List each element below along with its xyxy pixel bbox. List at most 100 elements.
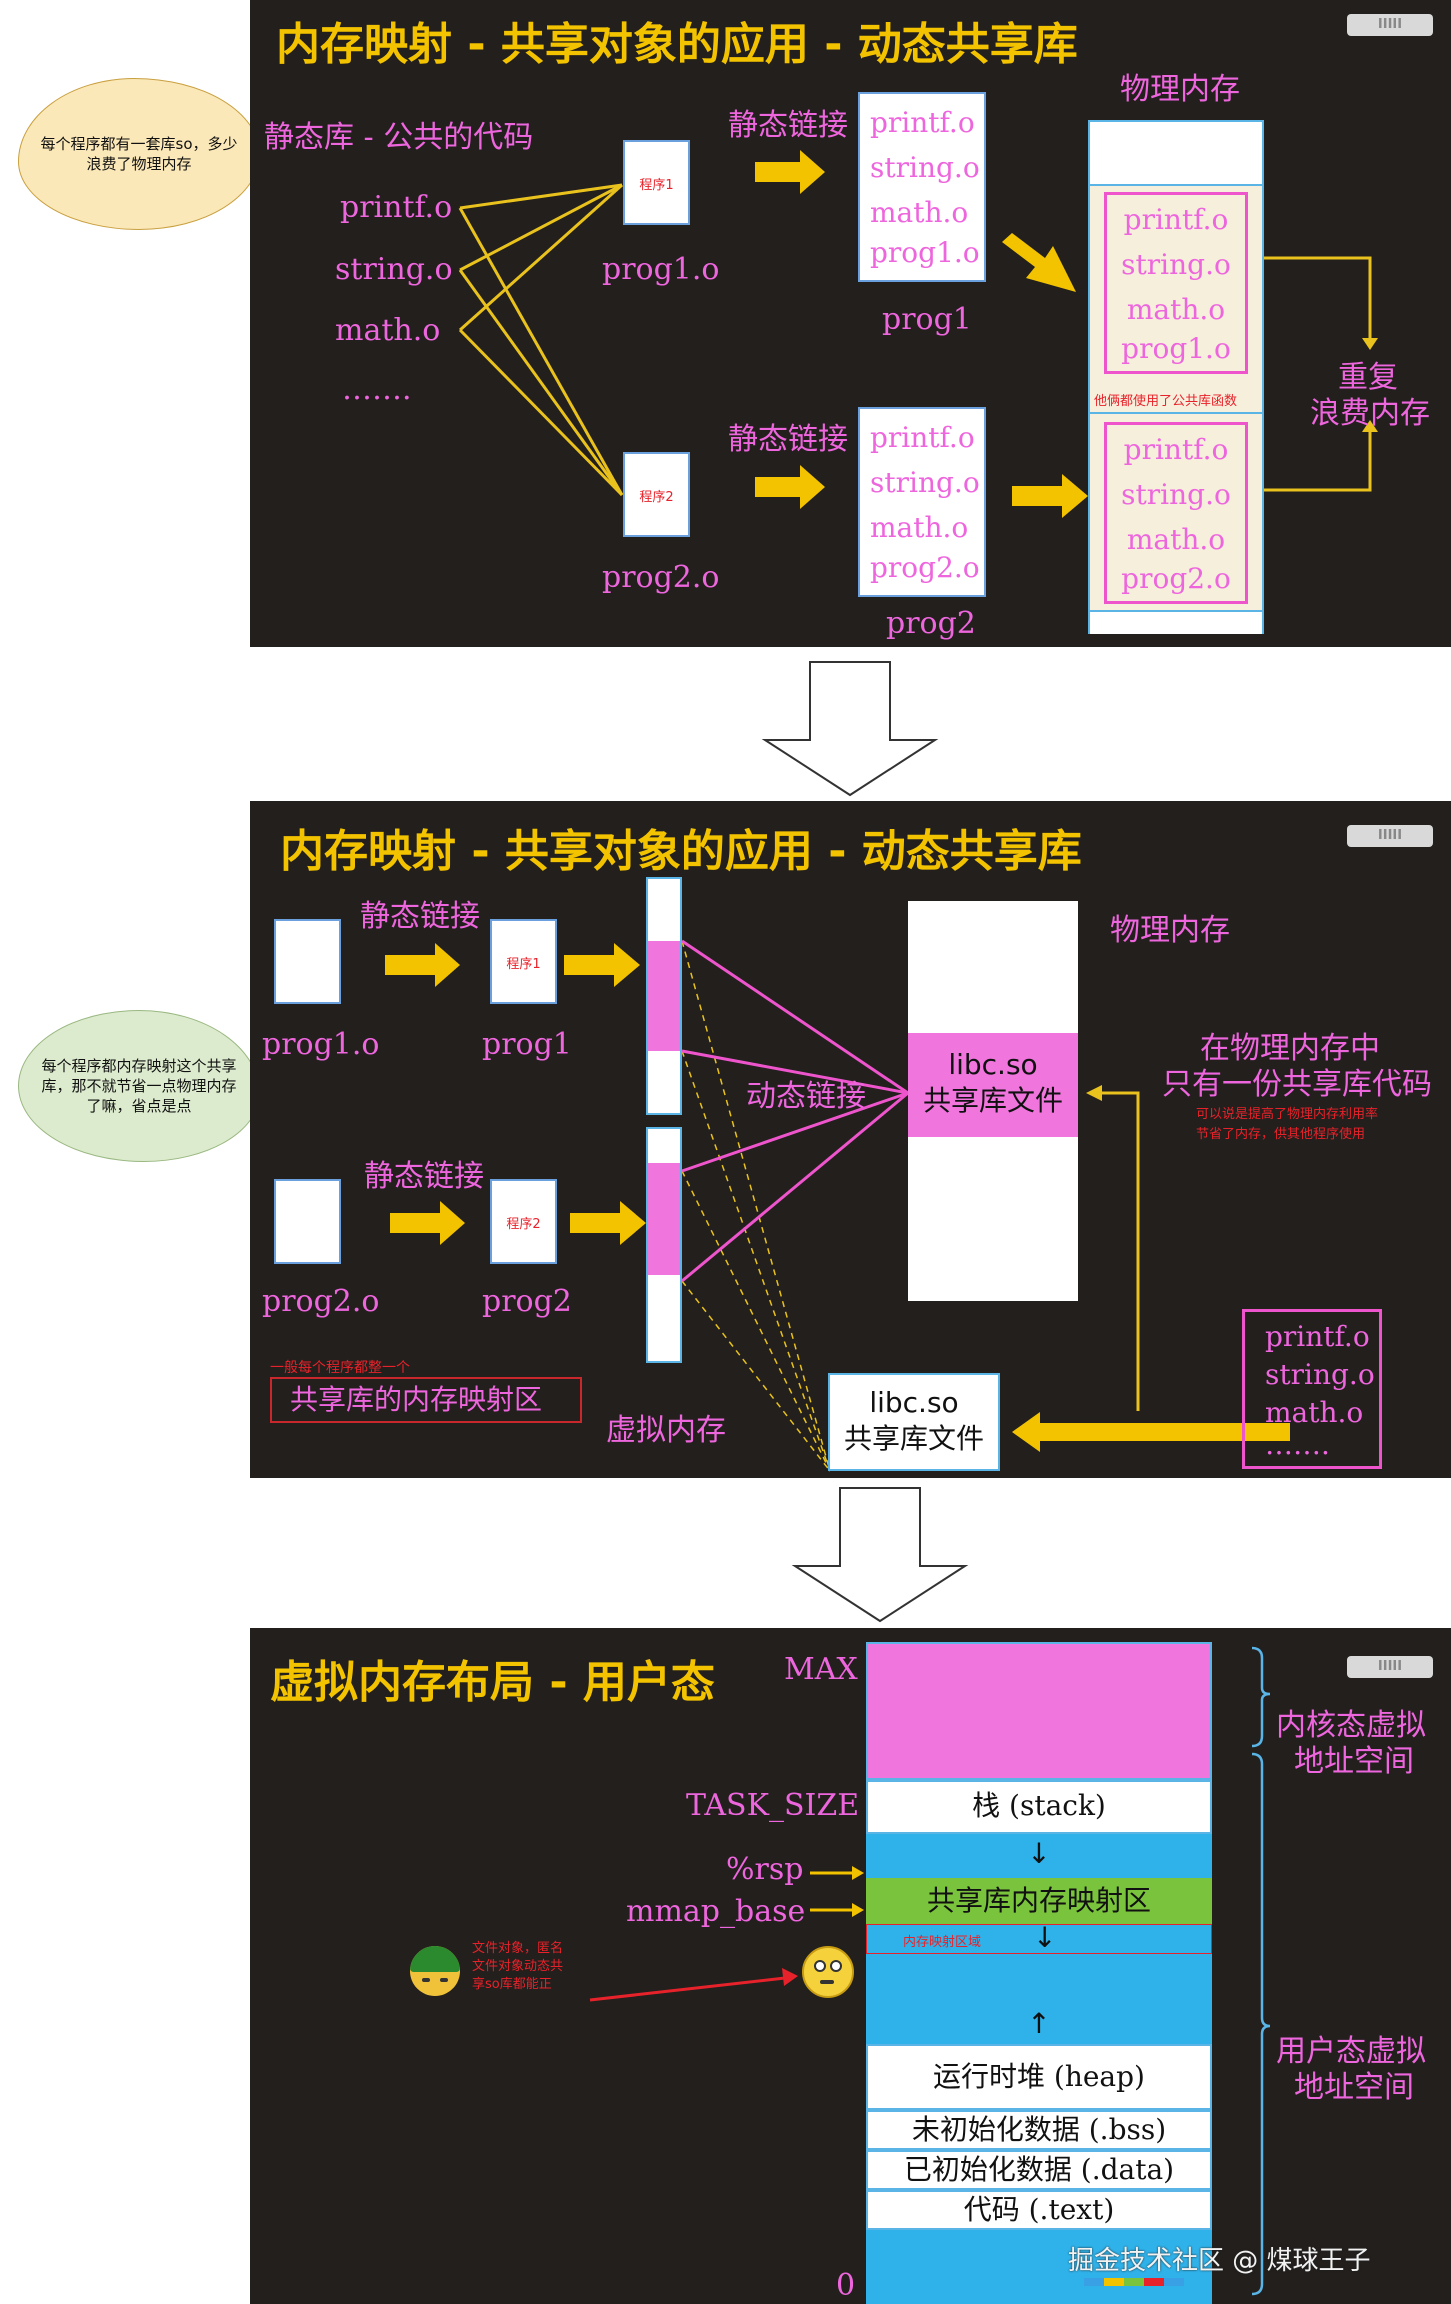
- data-label: 已初始化数据 (.data): [903, 2153, 1175, 2186]
- panel-vm-layout: 虚拟内存布局 - 用户态 IIIII MAX TASK_SIZE %rsp mm…: [250, 1628, 1451, 2304]
- mmap-base-label: mmap_base: [626, 1894, 806, 1929]
- phys1-prog1: prog1.o: [1121, 332, 1231, 365]
- green-helmet-emoji-icon: [410, 1946, 460, 1996]
- p2-prog-box2: 程序2: [506, 1217, 541, 1232]
- improve-note-1: 可以说是提高了物理内存利用率: [1196, 1107, 1379, 1122]
- virt-mem-column-2: [646, 1127, 682, 1363]
- panel-static-libs: 内存映射 - 共享对象的应用 - 动态共享库 IIIII 静态库 - 公共的代码: [250, 0, 1451, 647]
- logo-badge-2: IIIII: [1347, 825, 1433, 847]
- note-cloud-1: 每个程序都有一套库so，多少浪费了物理内存: [18, 78, 260, 230]
- phys1-math: math.o: [1126, 293, 1226, 326]
- kernel-space-line1: 内核态虚拟: [1276, 1708, 1426, 1743]
- prog2-o-label: prog2.o: [602, 560, 720, 595]
- bundle2-printf: printf.o: [870, 421, 975, 454]
- phys1-printf: printf.o: [1123, 203, 1229, 236]
- dyn-link-label: 动态链接: [746, 1079, 866, 1114]
- phys-mem-label-1: 物理内存: [1120, 72, 1240, 107]
- p2-prog2-o: prog2.o: [262, 1284, 380, 1319]
- panel2-title: 内存映射 - 共享对象的应用 - 动态共享库: [280, 826, 1082, 877]
- libc-file-box: libc.so 共享库文件: [828, 1373, 1000, 1471]
- prog2-box: 程序2: [490, 1179, 557, 1264]
- panel2-lines: [385, 939, 1290, 1472]
- logo-badge: IIIII: [1347, 14, 1433, 36]
- note-2-text: 每个程序都内存映射这个共享库，那不就节省一点物理内存了嘛，省点是点: [41, 1056, 237, 1116]
- task-size-label: TASK_SIZE: [686, 1788, 860, 1823]
- panel3-arrows: [589, 1646, 1271, 2296]
- prog1-o-box: [274, 919, 341, 1004]
- libc-file-line2: 共享库文件: [843, 1422, 984, 1455]
- text-region: 代码 (.text): [866, 2190, 1212, 2230]
- lib-printf: printf.o: [340, 190, 453, 225]
- down-arrow-2: [791, 1487, 969, 1623]
- p2-static-link-2: 静态链接: [364, 1159, 484, 1194]
- prog2-obj-box: 程序2: [623, 452, 690, 537]
- lib-string: string.o: [335, 252, 453, 287]
- p2-static-link-1: 静态链接: [360, 899, 480, 934]
- bundle1-printf: printf.o: [870, 106, 975, 139]
- obj-math: math.o: [1265, 1396, 1364, 1429]
- bundle2-math: math.o: [870, 511, 969, 544]
- phys2-printf: printf.o: [1123, 433, 1229, 466]
- only-one-line1: 在物理内存中: [1200, 1031, 1380, 1066]
- prog2-o-box: [274, 1179, 341, 1264]
- stack-region: 栈 (stack): [866, 1780, 1212, 1834]
- p2-prog2: prog2: [482, 1284, 572, 1319]
- phys1-string: string.o: [1121, 248, 1231, 281]
- shared-mmap-region: 共享库内存映射区: [866, 1878, 1212, 1924]
- p2-prog-box1: 程序1: [506, 957, 541, 972]
- shared-func-note: 他俩都使用了公共库函数: [1094, 394, 1238, 409]
- note-1-text: 每个程序都有一套库so，多少浪费了物理内存: [40, 134, 238, 173]
- panel3-title: 虚拟内存布局 - 用户态: [270, 1657, 715, 1708]
- kernel-space-line2: 地址空间: [1294, 1744, 1414, 1779]
- libc-phys-line1: libc.so: [948, 1048, 1038, 1081]
- bundle1-math: math.o: [870, 196, 969, 229]
- bundle1-string: string.o: [870, 151, 980, 184]
- watermark-color-dots: [1084, 2278, 1184, 2286]
- prog1-label: prog1: [882, 302, 972, 337]
- phys-copy-2: printf.o string.o math.o prog2.o: [1104, 422, 1248, 604]
- phys-copy-1: printf.o string.o math.o prog1.o: [1104, 192, 1248, 374]
- user-space-line2: 地址空间: [1294, 2070, 1414, 2105]
- bundle2-string: string.o: [870, 466, 980, 499]
- prog2-label: prog2: [886, 606, 976, 641]
- blue-gap-2: ↑: [866, 1954, 1212, 2044]
- user-space-line1: 用户态虚拟: [1276, 2034, 1426, 2069]
- improve-note-2: 节省了内存，供其他程序使用: [1196, 1127, 1366, 1142]
- kernel-region: [866, 1642, 1212, 1780]
- bundle2-prog2: prog2.o: [870, 551, 980, 584]
- mmap-region-label: 共享库的内存映射区: [290, 1383, 543, 1416]
- p2-phys-mem: 物理内存: [1110, 913, 1230, 948]
- shared-mmap-label: 共享库内存映射区: [926, 1884, 1151, 1917]
- prog1-box: 程序1: [490, 919, 557, 1004]
- phys-mem-column-2: libc.so 共享库文件: [908, 901, 1078, 1301]
- max-label: MAX: [784, 1652, 858, 1687]
- stack-label: 栈 (stack): [972, 1789, 1106, 1822]
- vm-stack-column: 栈 (stack) ↓ 共享库内存映射区 内存映射区域 ↓ ↑ 运行时堆 (he…: [866, 1642, 1212, 2304]
- prog-box2-label: 程序2: [639, 490, 674, 505]
- panel1-lines: [458, 150, 1378, 518]
- logo-badge-3: IIIII: [1347, 1656, 1433, 1678]
- bss-region: 未初始化数据 (.bss): [866, 2110, 1212, 2150]
- mmap-region-label-box: 共享库的内存映射区: [270, 1377, 582, 1423]
- static-link-label-1: 静态链接: [728, 108, 848, 143]
- panel1-title: 内存映射 - 共享对象的应用 - 动态共享库: [276, 19, 1078, 70]
- prog1-o-label: prog1.o: [602, 252, 720, 287]
- rsp-label: %rsp: [726, 1852, 804, 1887]
- libc-file-line1: libc.so: [869, 1386, 959, 1419]
- phys2-prog2: prog2.o: [1121, 562, 1231, 595]
- blue-gap-3: [866, 2230, 1212, 2304]
- down-arrow-1: [761, 661, 939, 797]
- bundle1-prog1: prog1.o: [870, 236, 980, 269]
- data-region: 已初始化数据 (.data): [866, 2150, 1212, 2190]
- static-link-label-2: 静态链接: [728, 422, 848, 457]
- bss-label: 未初始化数据 (.bss): [911, 2113, 1167, 2146]
- note-cloud-2: 每个程序都内存映射这个共享库，那不就节省一点物理内存了嘛，省点是点: [18, 1010, 260, 1162]
- libc-phys: libc.so 共享库文件: [908, 1033, 1078, 1137]
- obj-list-box: printf.o string.o math.o …….: [1242, 1309, 1382, 1469]
- prog1-obj-box: 程序1: [623, 140, 690, 225]
- prog-box1-label: 程序1: [639, 178, 674, 193]
- waste-line-2: 浪费内存: [1310, 396, 1430, 431]
- obj-more: …….: [1265, 1428, 1330, 1461]
- mmap-area-label: 内存映射区域: [903, 1935, 982, 1950]
- libc-phys-line2: 共享库文件: [922, 1084, 1063, 1117]
